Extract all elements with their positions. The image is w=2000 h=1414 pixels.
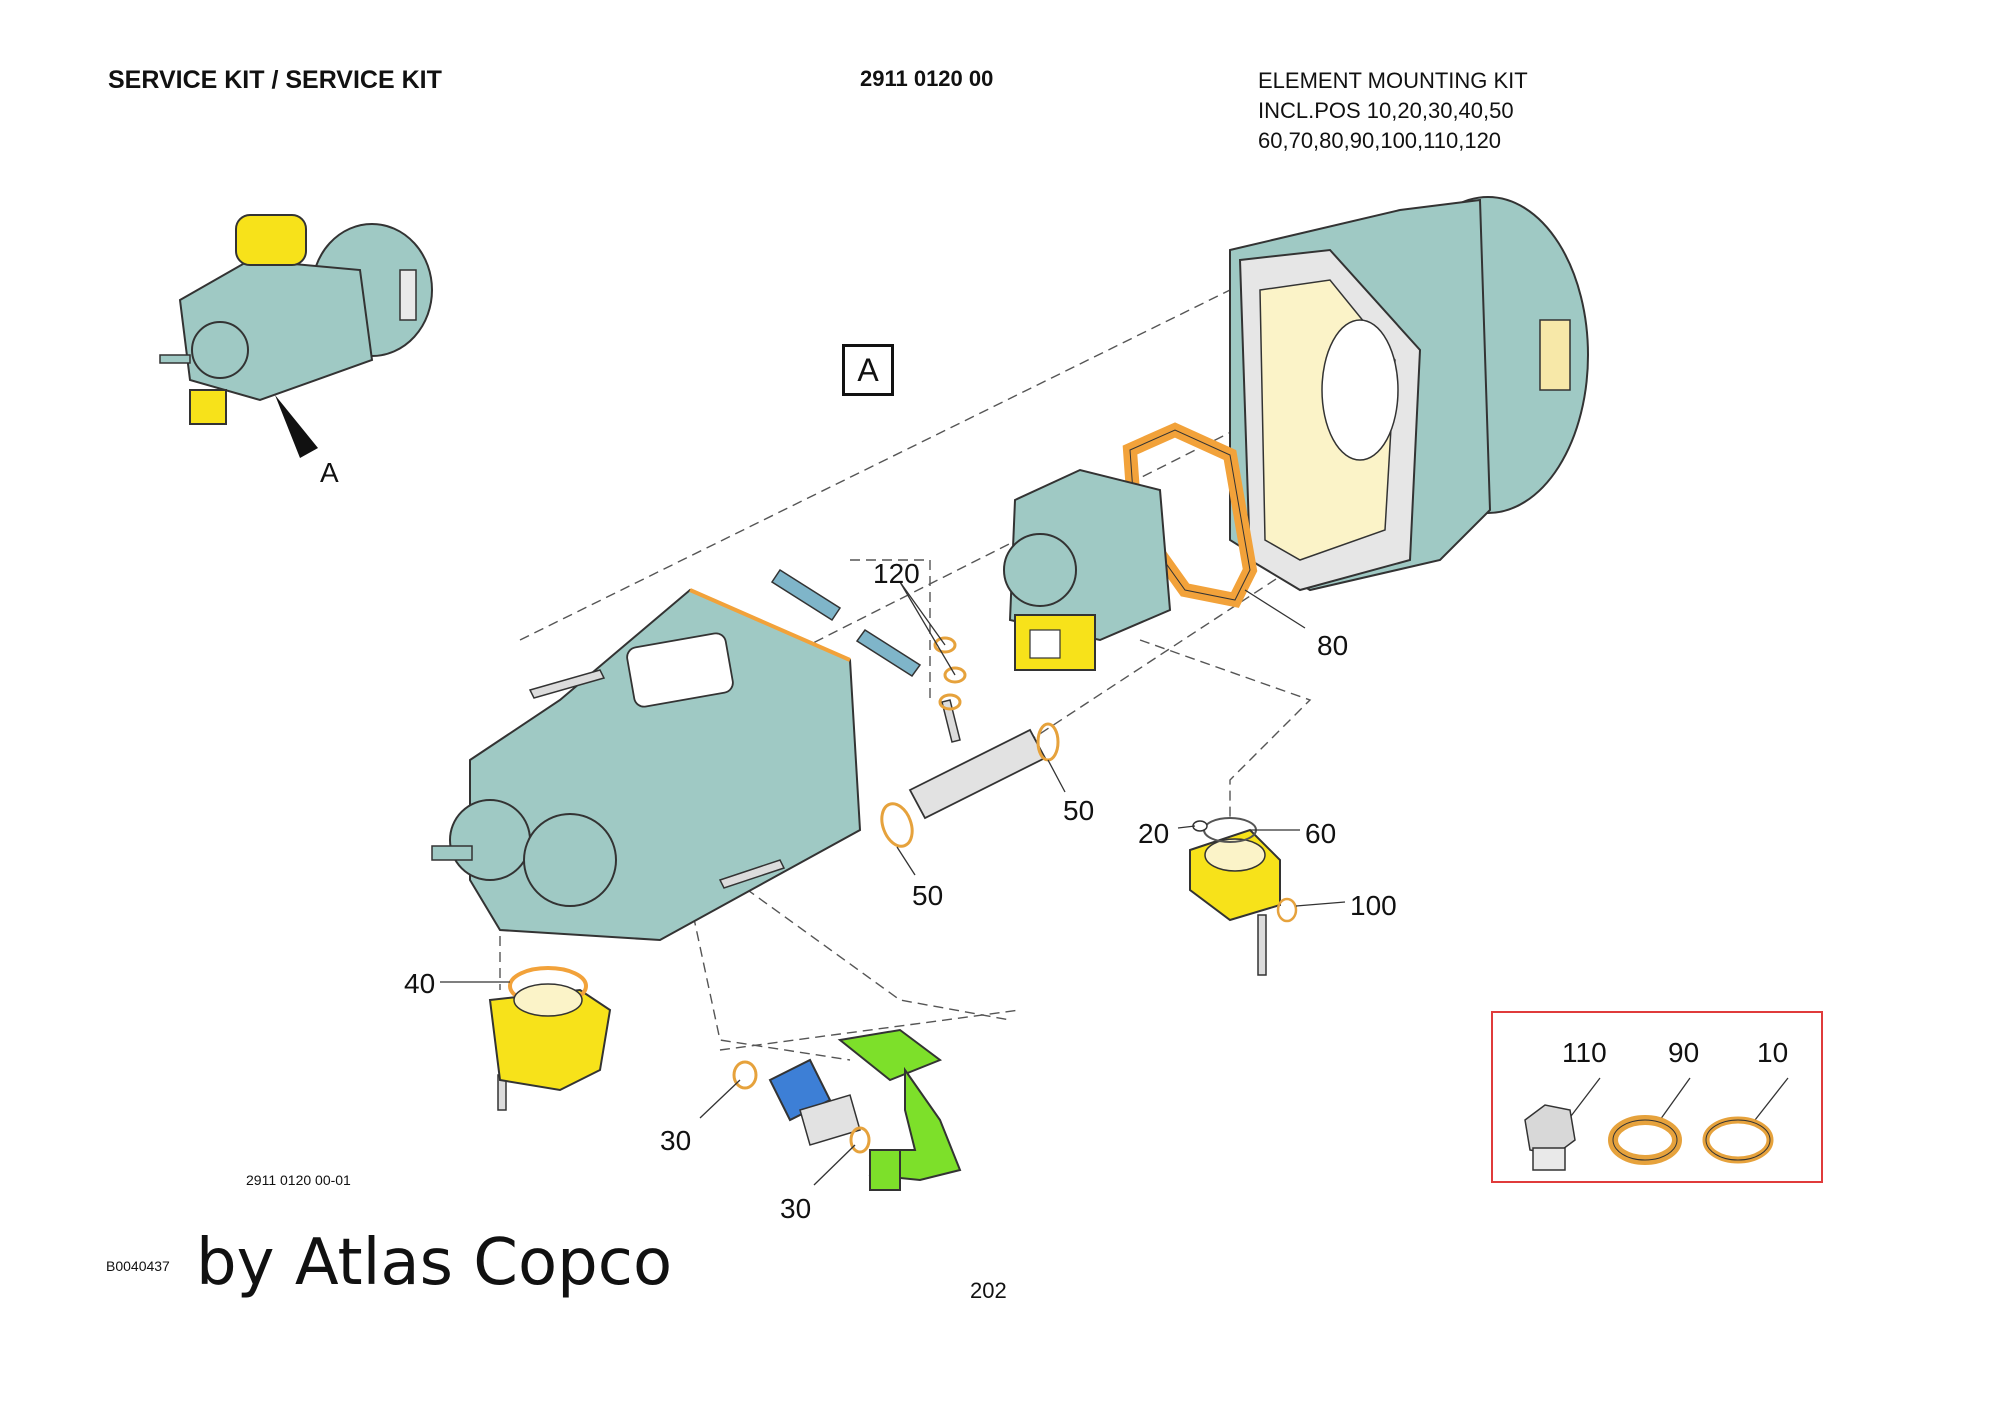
right-flange (1189, 817, 1298, 923)
callout-50-upper: 50 (1063, 795, 1094, 826)
page-number: 202 (970, 1278, 1007, 1303)
description-line-1: ELEMENT MOUNTING KIT (1258, 68, 1528, 93)
view-arrow: A (275, 395, 339, 488)
oil-stop-assembly (732, 1028, 962, 1191)
header-description: ELEMENT MOUNTING KIT INCL.POS 10,20,30,4… (1258, 66, 1528, 156)
header-title: SERVICE KIT / SERVICE KIT (108, 66, 442, 94)
oil-tube-assembly (770, 568, 967, 711)
callout-90: 90 (1668, 1037, 1699, 1068)
callout-120: 120 (873, 558, 920, 589)
arrow-label: A (320, 457, 339, 488)
description-line-2: INCL.POS 10,20,30,40,50 (1258, 98, 1514, 123)
callout-40: 40 (404, 968, 435, 999)
connection-pipe (880, 722, 1060, 848)
overview-compressor (159, 214, 433, 425)
callout-80: 80 (1317, 630, 1348, 661)
plug-icon (1524, 1104, 1576, 1156)
kit-box: 110 90 10 (1491, 1011, 1823, 1183)
header-part-number: 2911 0120 00 (860, 66, 994, 91)
bolts (497, 669, 1267, 1111)
reference-code: B0040437 (106, 1258, 170, 1274)
callout-30-lower: 30 (780, 1193, 811, 1224)
callout-110: 110 (1562, 1037, 1607, 1068)
figure-number: 2911 0120 00-01 (246, 1172, 351, 1188)
callout-10: 10 (1757, 1037, 1788, 1068)
leader-lines (440, 581, 1789, 1186)
callout-50-lower: 50 (912, 880, 943, 911)
element-head (1003, 468, 1172, 671)
brand-text: by Atlas Copco (196, 1226, 673, 1300)
callout-30-left: 30 (660, 1125, 691, 1156)
description-line-3: 60,70,80,90,100,110,120 (1258, 128, 1502, 153)
adapter-plate (1238, 248, 1422, 592)
callout-100: 100 (1350, 890, 1397, 921)
callout-60: 60 (1305, 818, 1336, 849)
view-label-box: A (842, 344, 894, 396)
callout-20: 20 (1138, 818, 1169, 849)
left-flange (488, 966, 612, 1092)
main-element (431, 588, 862, 942)
